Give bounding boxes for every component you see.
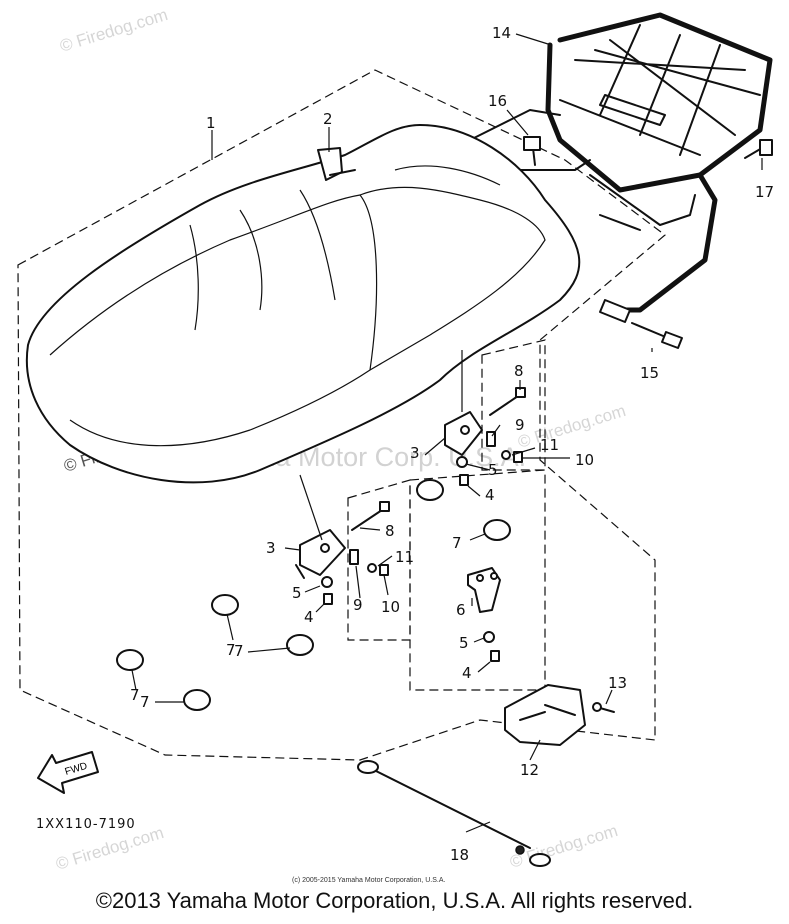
callout-7-a: 7: [226, 641, 236, 659]
bolt-15: [631, 322, 683, 349]
callout-4-rear: 4: [485, 486, 495, 504]
copyright-notice: ©2013 Yamaha Motor Corporation, U.S.A. A…: [95, 888, 694, 913]
rubber-damper-7: [116, 479, 511, 711]
callout-8-front: 8: [385, 522, 395, 540]
bolt-17: [744, 139, 773, 159]
callout-3-front: 3: [266, 539, 276, 557]
callout-7-c: 7: [130, 686, 140, 704]
seat-lock: [504, 684, 586, 746]
watermark-right: © Firedog.com: [516, 401, 628, 452]
callout-18: 18: [450, 846, 469, 864]
callout-3-rear: 3: [410, 444, 420, 462]
seat-assembly-outline: [17, 69, 666, 761]
watermark-top: © Firedog.com: [58, 5, 170, 56]
callout-5-rear: 5: [488, 461, 498, 479]
seat-lock-bracket: [467, 567, 501, 613]
callout-14: 14: [492, 24, 511, 42]
callout-6: 6: [456, 601, 466, 619]
watermark-bottom-right: © Firedog.com: [508, 821, 620, 872]
callout-11-rear: 11: [540, 436, 559, 454]
bolt-13: [592, 702, 615, 713]
seat-lock-cable: [357, 760, 551, 867]
callout-7-b: 7: [234, 642, 244, 660]
small-copyright: (c) 2005-2015 Yamaha Motor Corporation, …: [292, 877, 445, 884]
callout-13: 13: [608, 674, 627, 692]
collar-5: [321, 456, 495, 643]
callout-8-rear: 8: [514, 362, 524, 380]
callout-numbers: 1 2 3 3 4 4 4 5 5 5 6 7 7 7 7 7 8 8 9 9 …: [130, 24, 774, 864]
leader-3-front: [299, 474, 323, 541]
rear-carrier: [469, 12, 773, 323]
callout-9-front: 9: [353, 596, 363, 614]
callout-16: 16: [488, 92, 507, 110]
callout-9-rear: 9: [515, 416, 525, 434]
callout-5-front: 5: [292, 584, 302, 602]
callout-10-rear: 10: [575, 451, 594, 469]
callout-12: 12: [520, 761, 539, 779]
bracket-kit-box-upper: [481, 339, 546, 471]
callout-15: 15: [640, 364, 659, 382]
callout-2: 2: [323, 110, 333, 128]
clip-9: [349, 431, 496, 565]
callout-7-d: 7: [140, 693, 150, 711]
seat-bracket-front: [295, 529, 346, 579]
callout-11-front: 11: [395, 548, 414, 566]
forward-arrow: FWD: [37, 751, 99, 794]
callout-1: 1: [206, 114, 216, 132]
leader-lines: [131, 33, 763, 833]
callout-17: 17: [755, 183, 774, 201]
callout-5-lock: 5: [459, 634, 469, 652]
seat: [25, 124, 581, 484]
part-number: 1XX110-7190: [36, 817, 136, 832]
callout-10-front: 10: [381, 598, 400, 616]
seat-bracket-rear: [444, 411, 483, 456]
screw-4: [323, 474, 500, 662]
callout-4-lock: 4: [462, 664, 472, 682]
bolt-16: [523, 136, 541, 166]
callout-4-front: 4: [304, 608, 314, 626]
callout-7-mid: 7: [452, 534, 462, 552]
